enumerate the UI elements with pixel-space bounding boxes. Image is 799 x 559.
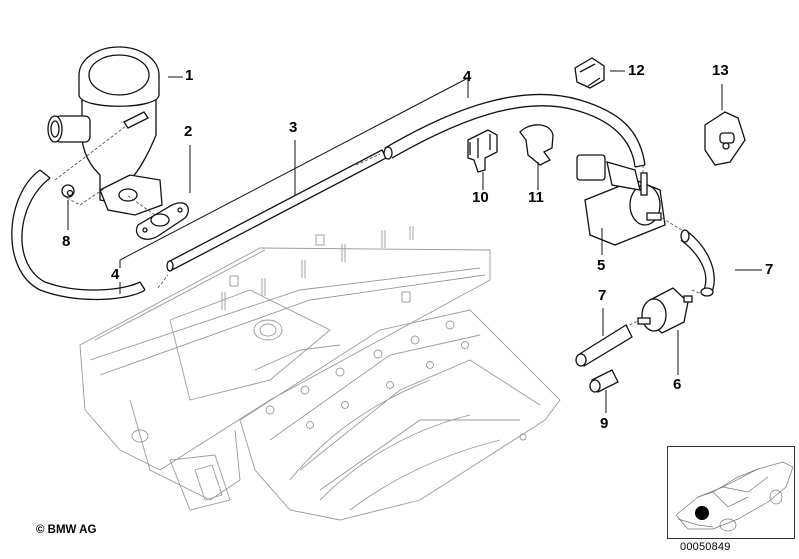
callout-12: 12 [628, 62, 645, 79]
part-11-clamp [519, 124, 554, 166]
part-7-hose-bend [680, 229, 715, 297]
callout-7-straight: 7 [598, 287, 607, 304]
part-9-hose-sleeve [589, 369, 619, 393]
part-13-bracket [704, 111, 746, 166]
part-8-nut [61, 184, 75, 198]
callout-8: 8 [62, 233, 71, 250]
part-10-hose-clip [467, 129, 498, 173]
copyright-text: © BMW AG [36, 524, 97, 536]
part-12-holder-clip [574, 57, 605, 89]
callout-11: 11 [528, 189, 544, 206]
callout-6: 6 [673, 376, 682, 393]
callout-2: 2 [184, 123, 193, 140]
location-marker [695, 506, 709, 520]
part-7-hose-straight [575, 324, 633, 367]
callout-7-bend: 7 [765, 261, 774, 278]
callout-1: 1 [185, 67, 194, 84]
callout-5: 5 [597, 257, 606, 274]
part-2-gasket [135, 202, 189, 240]
diagram-reference-number: 00050849 [680, 541, 731, 553]
part-5-solenoid-valve [576, 154, 666, 246]
callout-4-lower: 4 [111, 266, 120, 283]
part-4-hose-lower [11, 169, 146, 301]
part-6-non-return-valve [637, 287, 693, 334]
callout-9: 9 [600, 415, 609, 432]
engine-outline [79, 226, 561, 521]
callout-3: 3 [289, 119, 298, 136]
vehicle-location-inset [667, 446, 795, 539]
callout-13: 13 [712, 62, 729, 79]
leader-lines [67, 70, 762, 413]
part-3-hose [166, 149, 387, 272]
part-1-secondary-air-valve [47, 46, 163, 216]
part-4-hose-upper [383, 93, 646, 168]
callout-4-upper: 4 [463, 68, 472, 85]
car-outline-icon [675, 461, 794, 532]
callout-10: 10 [472, 189, 489, 206]
